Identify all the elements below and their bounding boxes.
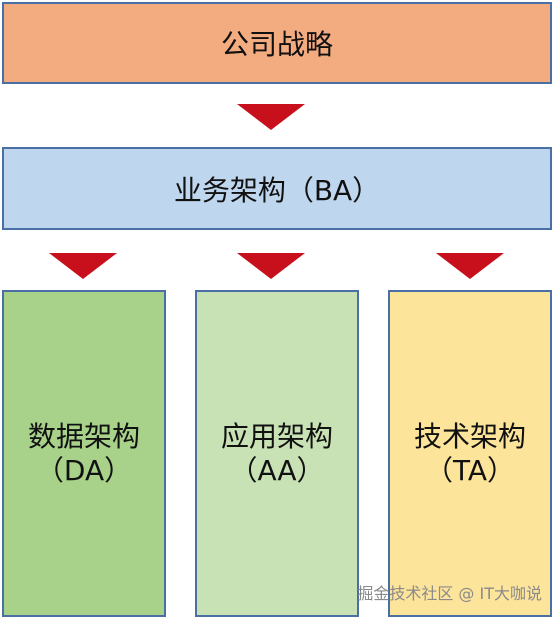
- down-arrow-icon: [237, 253, 305, 279]
- down-arrow-icon: [436, 253, 504, 279]
- down-arrow-icon: [237, 104, 305, 130]
- data-architecture-abbr: （DA）: [35, 453, 133, 487]
- watermark: 掘金技术社区 @ IT大咖说: [357, 580, 542, 604]
- data-architecture-label: 数据架构: [27, 419, 140, 453]
- application-architecture-box: 应用架构 （AA）: [195, 290, 359, 617]
- company-strategy-box: 公司战略: [2, 2, 552, 84]
- company-strategy-label: 公司战略: [220, 28, 333, 61]
- application-architecture-label: 应用架构: [220, 419, 333, 453]
- watermark-text: 掘金技术社区 @ IT大咖说: [357, 584, 542, 603]
- application-architecture-abbr: （AA）: [229, 453, 325, 487]
- business-architecture-label: 业务架构（BA）: [173, 173, 381, 207]
- technology-architecture-abbr: （TA）: [424, 453, 516, 487]
- technology-architecture-label: 技术架构: [413, 419, 526, 453]
- data-architecture-box: 数据架构 （DA）: [2, 290, 166, 617]
- technology-architecture-box: 技术架构 （TA）: [388, 290, 552, 617]
- business-architecture-box: 业务架构（BA）: [2, 147, 552, 230]
- down-arrow-icon: [49, 253, 117, 279]
